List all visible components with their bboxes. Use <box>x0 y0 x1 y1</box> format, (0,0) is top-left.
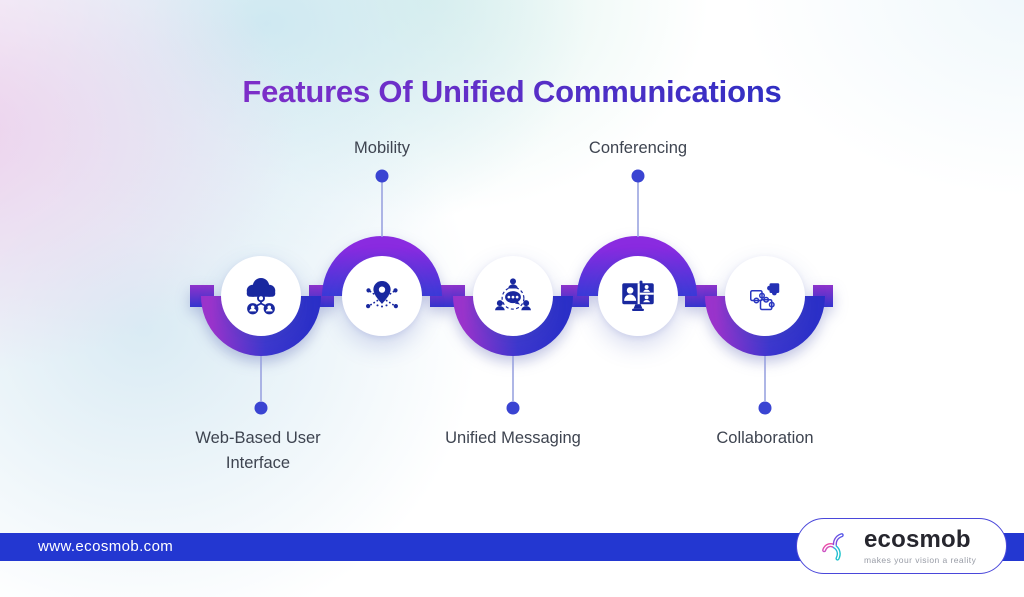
group-chat-icon <box>495 278 531 311</box>
feature-circle-conferencing <box>598 256 678 336</box>
feature-circle-mobility <box>342 256 422 336</box>
website-url: www.ecosmob.com <box>38 538 174 555</box>
ribbon-arcs <box>190 236 833 356</box>
brand-name: ecosmob <box>864 525 971 553</box>
feature-label-mobility: Mobility <box>354 139 410 157</box>
feature-label-unified-messaging: Unified Messaging <box>445 429 581 447</box>
ecosmob-logo-pill: ecosmob makes your vision a reality <box>796 518 1007 574</box>
feature-circle-unified-messaging <box>473 256 553 336</box>
video-conference-icon <box>622 280 654 311</box>
page-title: Features Of Unified Communications <box>0 74 1024 110</box>
cloud-network-icon <box>246 278 276 315</box>
feature-circle-collaboration <box>725 256 805 336</box>
feature-label-web-based-ui: Web-Based User Interface <box>195 429 321 472</box>
ecosmob-mark-icon <box>822 533 844 561</box>
feature-label-collaboration: Collaboration <box>716 429 814 447</box>
puzzle-icon <box>750 283 780 311</box>
location-network-icon <box>366 281 398 309</box>
connector-lines <box>260 182 766 401</box>
feature-circle-web-based-ui <box>221 256 301 336</box>
brand-tagline: makes your vision a reality <box>864 554 977 565</box>
connector-dots <box>254 169 772 415</box>
feature-label-conferencing: Conferencing <box>588 139 688 157</box>
